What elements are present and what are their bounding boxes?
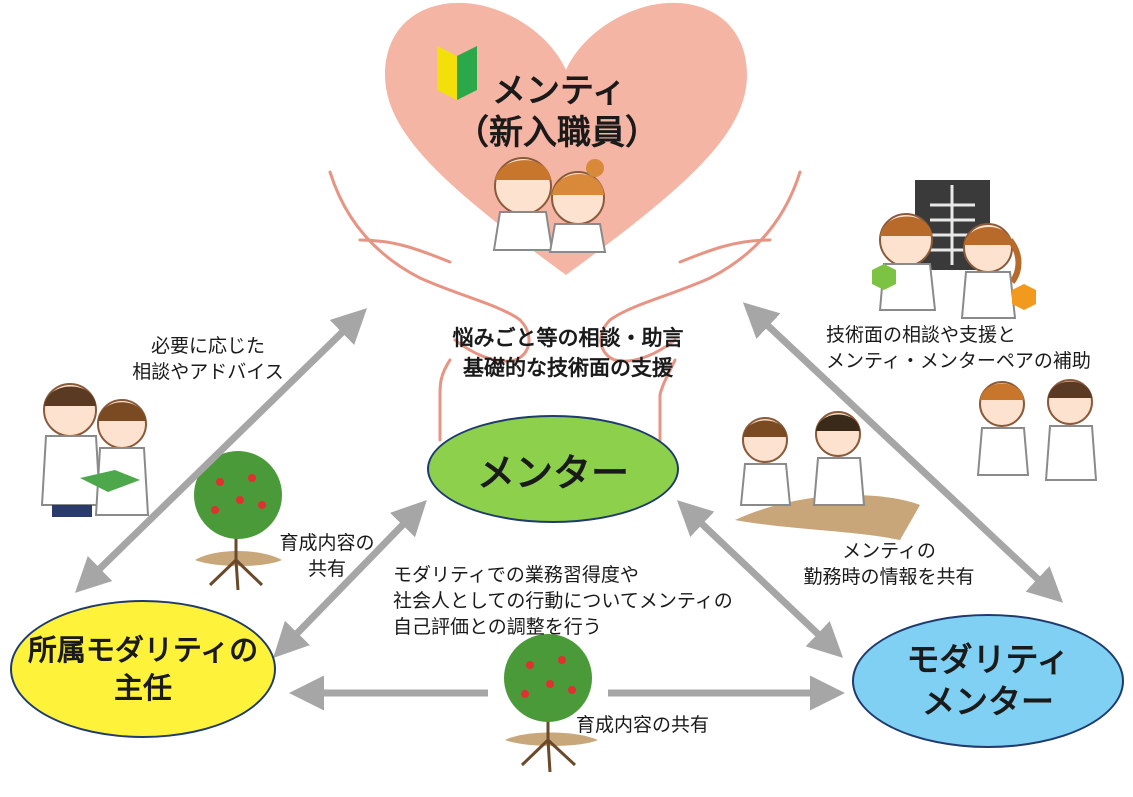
share-right-caption: メンティの 勤務時の情報を共有 <box>784 538 994 590</box>
share-bottom-label: 育成内容の共有 <box>576 714 710 736</box>
share-left-line2: 共有 <box>307 558 346 580</box>
share-bottom-caption: 育成内容の共有 <box>576 712 709 738</box>
middle-caption-line1: モダリティでの業務習得度や <box>393 564 639 586</box>
left-caption: 必要に応じた 相談やアドバイス <box>108 333 308 385</box>
right-caption-line1: 技術面の相談や支援と <box>826 324 1017 346</box>
mentee-title: メンティ <box>492 70 626 112</box>
hands-icon <box>328 170 802 442</box>
apple-tree-icon <box>194 451 282 591</box>
mentee-title-line2: （新入職員） <box>455 113 659 153</box>
left-caption-line1: 必要に応じた <box>150 335 265 357</box>
supervisor-label-line1: 所属モダリティの <box>27 633 259 667</box>
right-caption: 技術面の相談や支援と メンティ・メンターペアの補助 <box>826 322 1116 374</box>
left-caption-line2: 相談やアドバイス <box>132 361 284 383</box>
modality-mentor-label-line1: モダリティ <box>906 640 1070 679</box>
beginner-mark-icon <box>437 46 477 100</box>
center-caption-line1: 悩みごと等の相談・助言 <box>452 326 684 350</box>
arrow-mentor-modality-mentor <box>676 500 844 658</box>
middle-caption-line3: 自己評価との調整を行う <box>393 616 602 638</box>
share-right-line1: メンティの <box>842 540 936 562</box>
staff-pair-illustration <box>976 379 1098 481</box>
center-caption: 悩みごと等の相談・助言 基礎的な技術面の支援 <box>418 323 718 383</box>
center-caption-line2: 基礎的な技術面の支援 <box>463 356 673 380</box>
share-left-caption: 育成内容の 共有 <box>272 530 382 582</box>
mentee-title-line1: メンティ <box>492 71 626 111</box>
relationship-arrows <box>74 302 1064 711</box>
supervisor-label-line2: 主任 <box>113 671 172 705</box>
modality-mentor-node: モダリティ メンター <box>852 614 1124 748</box>
arrow-mentor-supervisor <box>273 499 427 659</box>
middle-caption-line2: 社会人としての行動についてメンティの <box>393 590 733 612</box>
arrow-mentee-modality-mentor <box>742 302 1064 603</box>
arrow-mentee-supervisor <box>74 308 368 593</box>
mentor-label: メンター <box>476 450 629 495</box>
share-right-line2: 勤務時の情報を共有 <box>803 566 975 588</box>
mentee-subtitle: （新入職員） <box>455 112 659 154</box>
mentor-node: メンター <box>427 415 679 523</box>
mentee-illustration <box>492 157 607 253</box>
apple-tree-icon <box>504 634 598 773</box>
modality-mentor-label-line2: メンター <box>922 682 1054 721</box>
right-caption-line2: メンティ・メンターペアの補助 <box>826 350 1091 372</box>
staff-consultation-illustration <box>40 383 150 517</box>
share-left-line1: 育成内容の <box>279 532 375 554</box>
staff-meeting-illustration <box>735 411 920 540</box>
supervisor-node: 所属モダリティの 主任 <box>10 600 276 738</box>
middle-caption: モダリティでの業務習得度や 社会人としての行動についてメンティの 自己評価との調… <box>393 562 763 640</box>
